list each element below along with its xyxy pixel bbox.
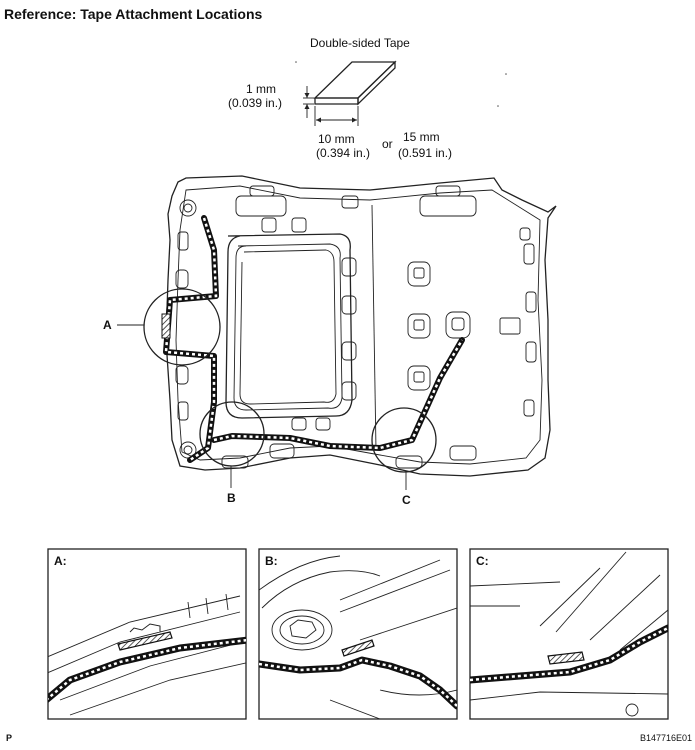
tape-width-b-in: (0.591 in.) bbox=[398, 146, 453, 160]
page-title: Reference: Tape Attachment Locations bbox=[4, 6, 263, 22]
detail-a-label: A: bbox=[54, 554, 67, 568]
tape-width-a: 10 mm bbox=[318, 132, 355, 146]
tape-or: or bbox=[382, 137, 393, 151]
tape-thickness: 1 mm bbox=[246, 82, 276, 96]
detail-circle-b bbox=[199, 401, 265, 467]
headliner-drawing bbox=[117, 175, 557, 490]
detail-panel-a bbox=[47, 548, 247, 720]
detail-circle-c bbox=[371, 407, 437, 473]
detail-b-label: B: bbox=[265, 554, 278, 568]
callout-a: A bbox=[103, 318, 112, 332]
footer-code: B147716E01 bbox=[640, 733, 693, 743]
callout-c: C bbox=[402, 493, 411, 507]
tape-illustration bbox=[295, 60, 507, 126]
tape-width-b: 15 mm bbox=[403, 130, 440, 144]
footer-left: P bbox=[6, 733, 13, 743]
detail-panel-b bbox=[258, 548, 458, 720]
detail-circle-a bbox=[143, 288, 221, 366]
detail-panel-c bbox=[469, 548, 669, 720]
tape-label: Double-sided Tape bbox=[310, 36, 410, 50]
tape-thickness-in: (0.039 in.) bbox=[228, 96, 283, 110]
callout-b: B bbox=[227, 491, 236, 505]
detail-c-label: C: bbox=[476, 554, 489, 568]
tape-width-a-in: (0.394 in.) bbox=[316, 146, 371, 160]
